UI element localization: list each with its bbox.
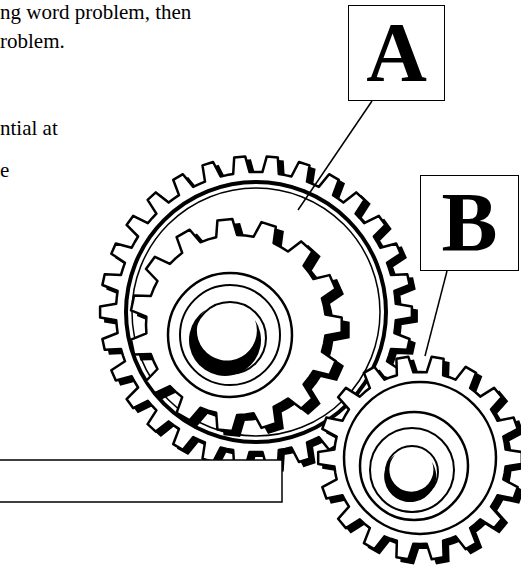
- callout-box: B: [420, 175, 519, 271]
- gear-ring: [180, 285, 280, 385]
- worksheet-text: e: [0, 159, 9, 182]
- worksheet-text: ntial at: [0, 117, 58, 140]
- callout-letter: A: [366, 11, 427, 95]
- gear-ring: [344, 382, 496, 534]
- leader-line: [425, 271, 447, 356]
- worksheet-text: roblem.: [0, 30, 65, 53]
- callout-letter: B: [441, 181, 497, 265]
- leader-line: [298, 101, 372, 210]
- gear-ring: [370, 428, 454, 512]
- callout-box: A: [348, 5, 445, 101]
- gear-ring: [168, 273, 292, 397]
- worksheet-text: ng word problem, then: [0, 1, 191, 24]
- hub-shadow: [384, 455, 436, 502]
- gear-b: [318, 357, 521, 564]
- gear-teeth: [318, 357, 521, 560]
- gear-ring: [194, 302, 266, 374]
- gear-teeth: [131, 219, 342, 431]
- gear-ring: [360, 412, 468, 520]
- gear-ring: [386, 446, 438, 498]
- answer-box: [0, 460, 282, 502]
